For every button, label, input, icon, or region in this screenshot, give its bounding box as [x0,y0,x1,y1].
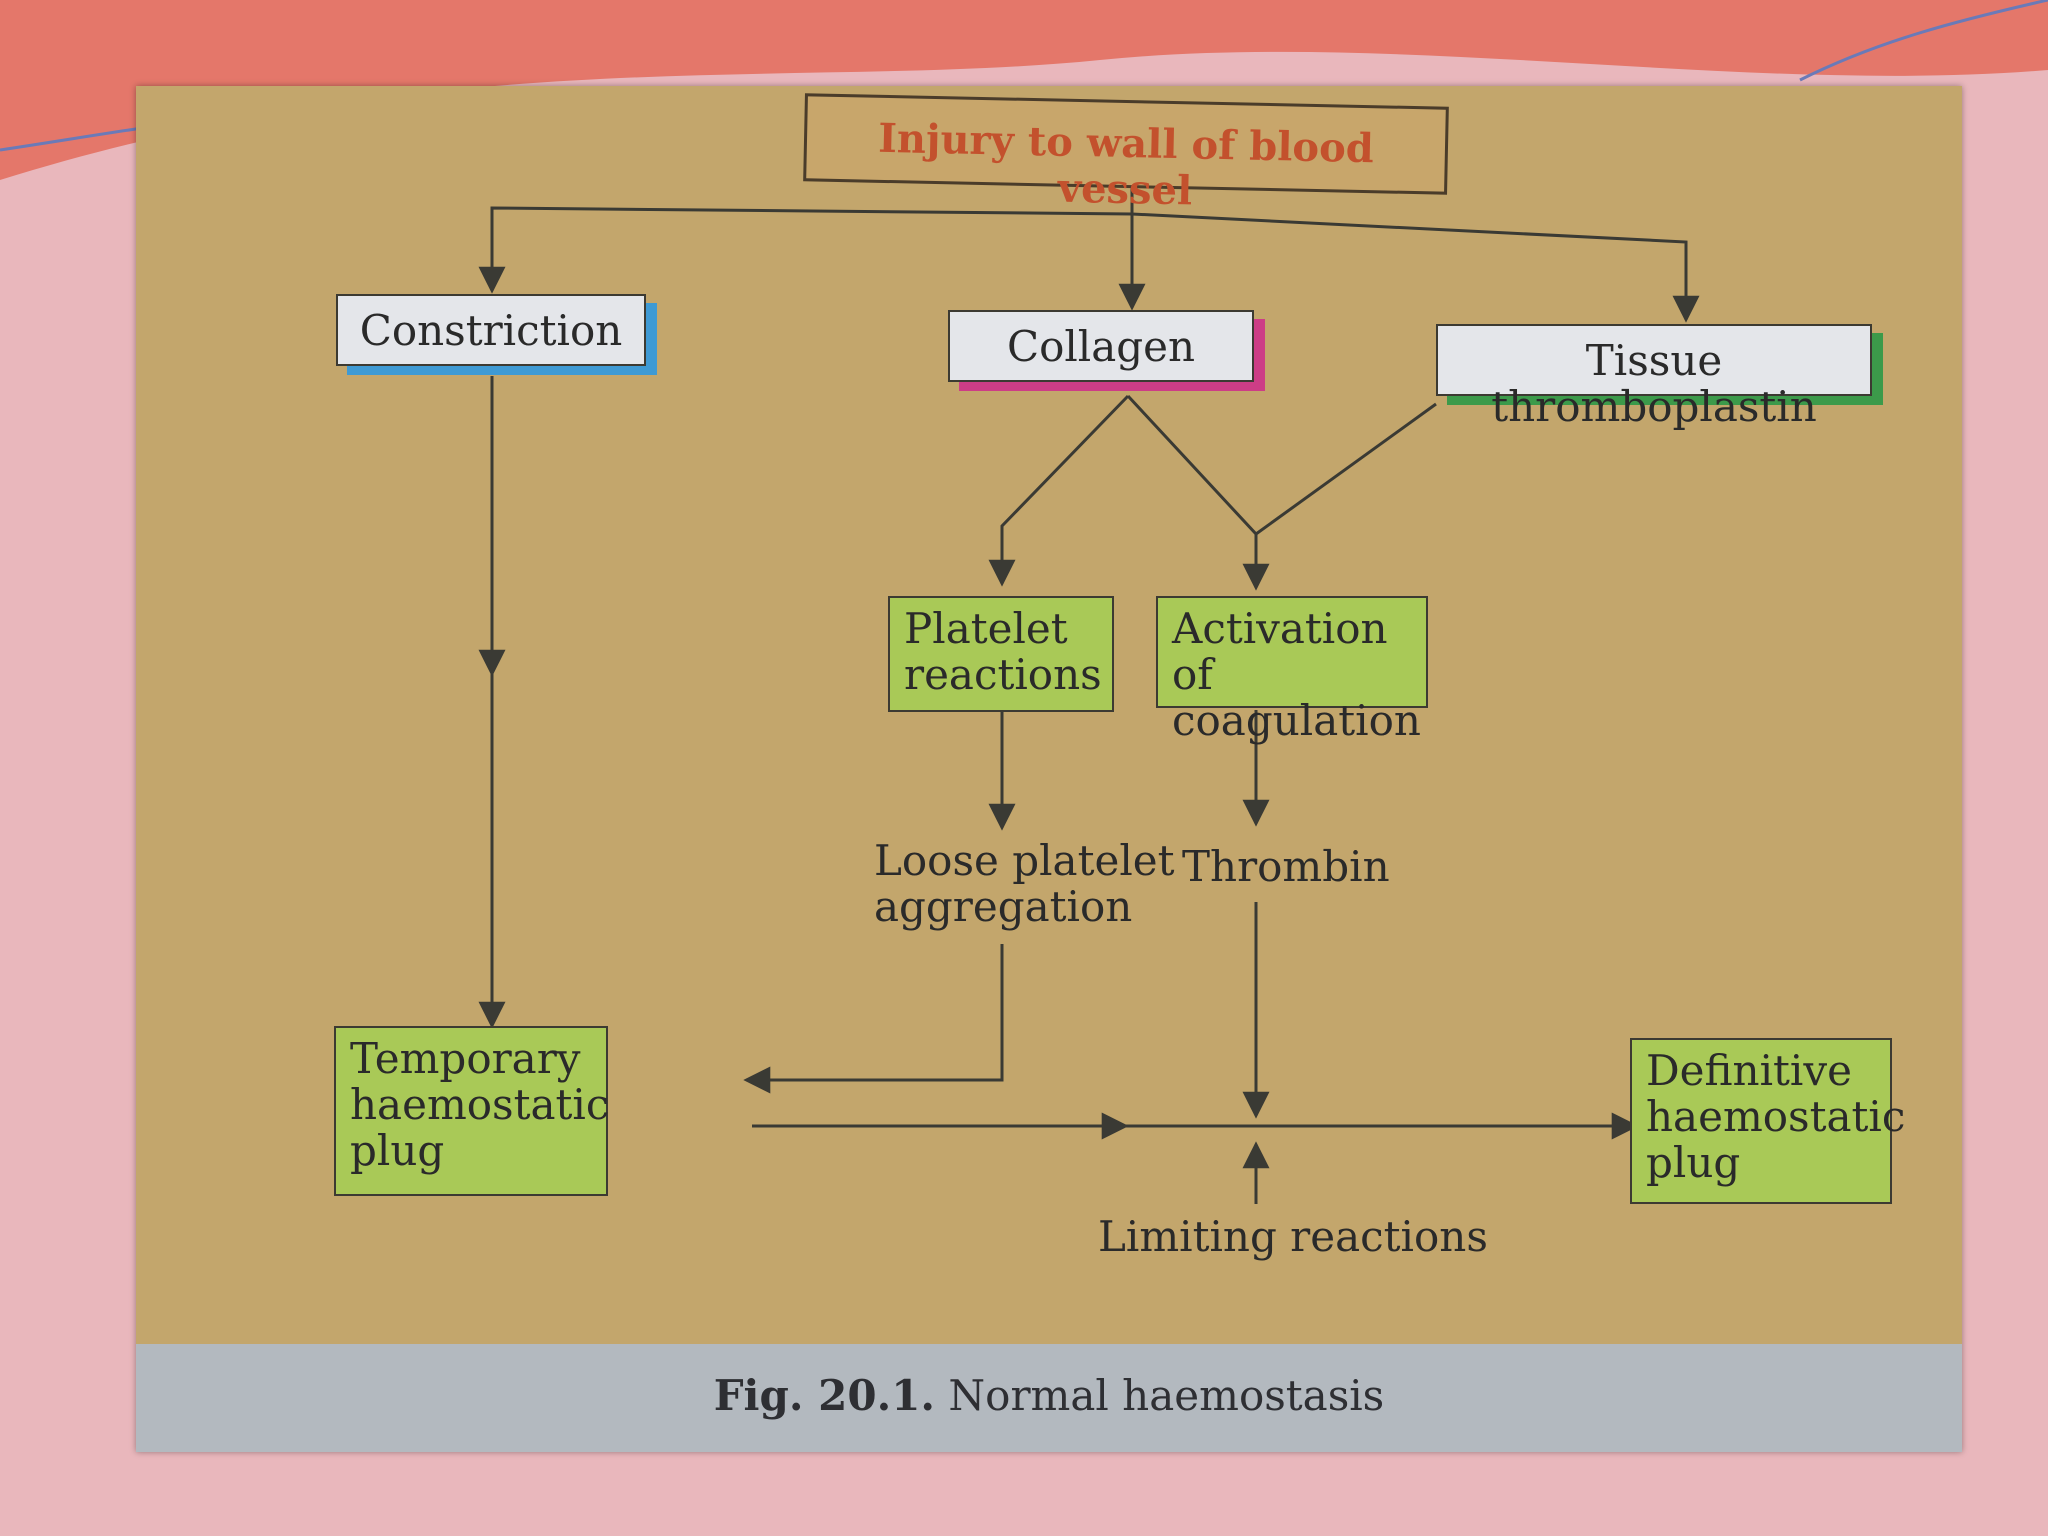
collagen-box: Collagen [948,310,1254,382]
loose-platelet-aggregation-label: Loose platelet aggregation [874,838,1174,930]
arrow-collagen-to-coagulation [1126,394,1270,591]
activation-line-2: coagulation [1172,696,1421,745]
platelet-reactions-line-2: reactions [904,650,1102,699]
definitive-plug-line-1: Definitive [1646,1046,1852,1095]
tissue-thromboplastin-box: Tissue thromboplastin [1436,324,1872,430]
caption-band [136,1344,1962,1452]
figure-caption-text: Normal haemostasis [948,1371,1385,1420]
injury-box: Injury to wall of blood vessel [803,93,1449,214]
definitive-plug-line-3: plug [1646,1138,1741,1187]
slide-top-wave [0,0,2048,180]
limiting-reactions-label: Limiting reactions [1098,1212,1488,1261]
constriction-box: Constriction [336,294,646,366]
activation-line-1: Activation of [1172,604,1388,699]
line-thromboplastin-to-coagulation [1255,402,1437,536]
temporary-haemostatic-plug-box: Temporary haemostatic plug [334,1026,610,1196]
definitive-haemostatic-plug-box: Definitive haemostatic plug [1630,1038,1906,1204]
flowchart-arrows [478,184,1700,1204]
arrow-injury-to-constriction [478,206,1133,294]
textbook-figure-photo: Injury to wall of blood vessel Constrict… [136,86,1962,1452]
arrow-collagen-to-platelet-reactions [988,394,1130,587]
platelet-reactions-box: Platelet reactions [888,596,1114,712]
activation-of-coagulation-box: Activation of coagulation [1156,596,1428,744]
temporary-plug-line-1: Temporary [350,1034,581,1083]
slide-swoosh-right [1799,0,2048,82]
aggregation-line-1: Loose platelet [874,836,1175,885]
figure-caption: Fig. 20.1. Normal haemostasis [136,1371,1962,1420]
temporary-plug-line-3: plug [350,1126,445,1175]
figure-number: Fig. 20.1. [713,1371,936,1420]
arrow-injury-to-thromboplastin [1131,212,1700,323]
arrow-aggregation-to-temporary-plug [743,944,1004,1094]
platelet-reactions-line-1: Platelet [904,604,1068,653]
thrombin-label: Thrombin [1182,842,1390,891]
temporary-plug-line-2: haemostatic [350,1080,610,1129]
definitive-plug-line-2: haemostatic [1646,1092,1906,1141]
aggregation-line-2: aggregation [874,882,1133,931]
